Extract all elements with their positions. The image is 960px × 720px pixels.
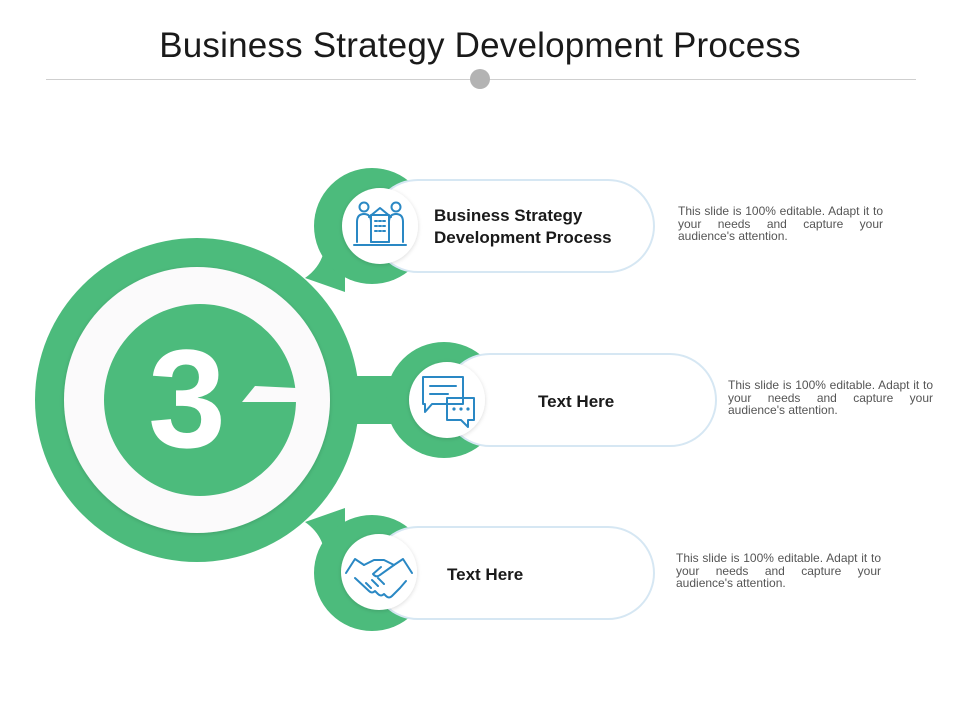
divider-dot [470, 69, 490, 89]
center-number: 3 [148, 320, 226, 477]
step-3-icon-disc [341, 534, 417, 610]
step-2 [386, 342, 717, 458]
team-building-icon [353, 201, 407, 246]
chat-bubbles-icon [422, 376, 475, 428]
step-3-description: This slide is 100% editable. Adapt it to… [676, 551, 881, 590]
step-2-description: This slide is 100% editable. Adapt it to… [728, 378, 933, 417]
step-3 [314, 515, 655, 631]
handshake-icon [345, 558, 413, 599]
center-badge: 3 [35, 238, 359, 562]
center-green-disc [104, 304, 296, 496]
step-1-description: This slide is 100% editable. Adapt it to… [678, 204, 883, 243]
step-3-title: Text Here [447, 565, 524, 584]
step-1 [314, 168, 655, 284]
step-1-title: Business Strategy Development Process [434, 206, 612, 247]
page-title: Business Strategy Development Process [159, 26, 801, 65]
center-bite [242, 386, 296, 402]
step-2-title: Text Here [538, 392, 615, 411]
